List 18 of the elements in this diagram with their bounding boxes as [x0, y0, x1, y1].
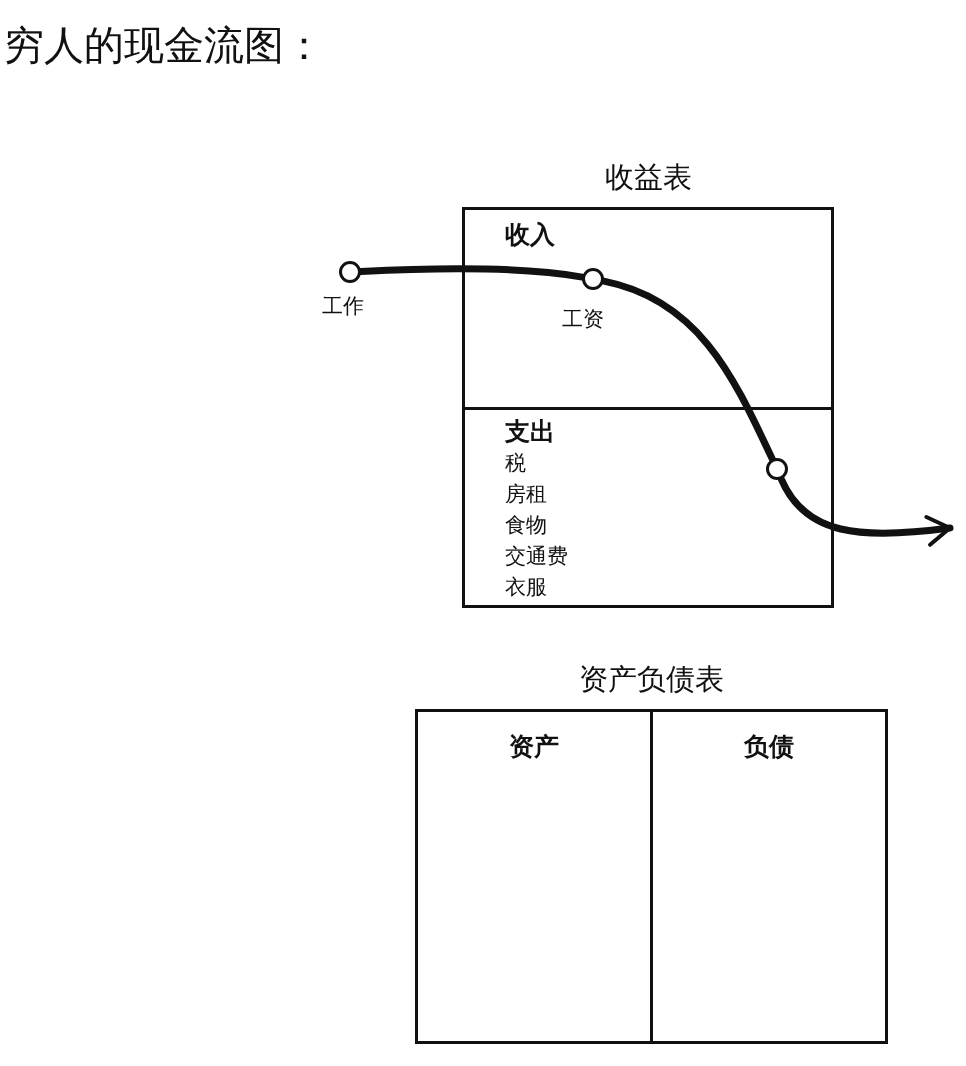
circle-label: 工作 [322, 293, 364, 320]
list-item: 房租 [505, 481, 548, 508]
circle-marker [582, 268, 604, 290]
section-heading: 支出 [505, 416, 556, 448]
section-heading: 负债 [744, 731, 794, 763]
flow-arrow [777, 475, 954, 547]
table-heading: 资产负债表 [578, 661, 725, 698]
page-title: 穷人的现金流图： [4, 21, 324, 70]
list-item: 衣服 [505, 574, 548, 601]
list-item: 食物 [505, 512, 548, 539]
list-item: 税 [505, 450, 527, 477]
list-item: 交通费 [505, 543, 568, 570]
section-heading: 资产 [509, 731, 559, 763]
section-heading: 收入 [505, 219, 555, 251]
circle-marker [766, 458, 788, 480]
circle-marker [339, 261, 361, 283]
table-heading: 收益表 [603, 159, 693, 196]
circle-label: 工资 [562, 306, 604, 333]
